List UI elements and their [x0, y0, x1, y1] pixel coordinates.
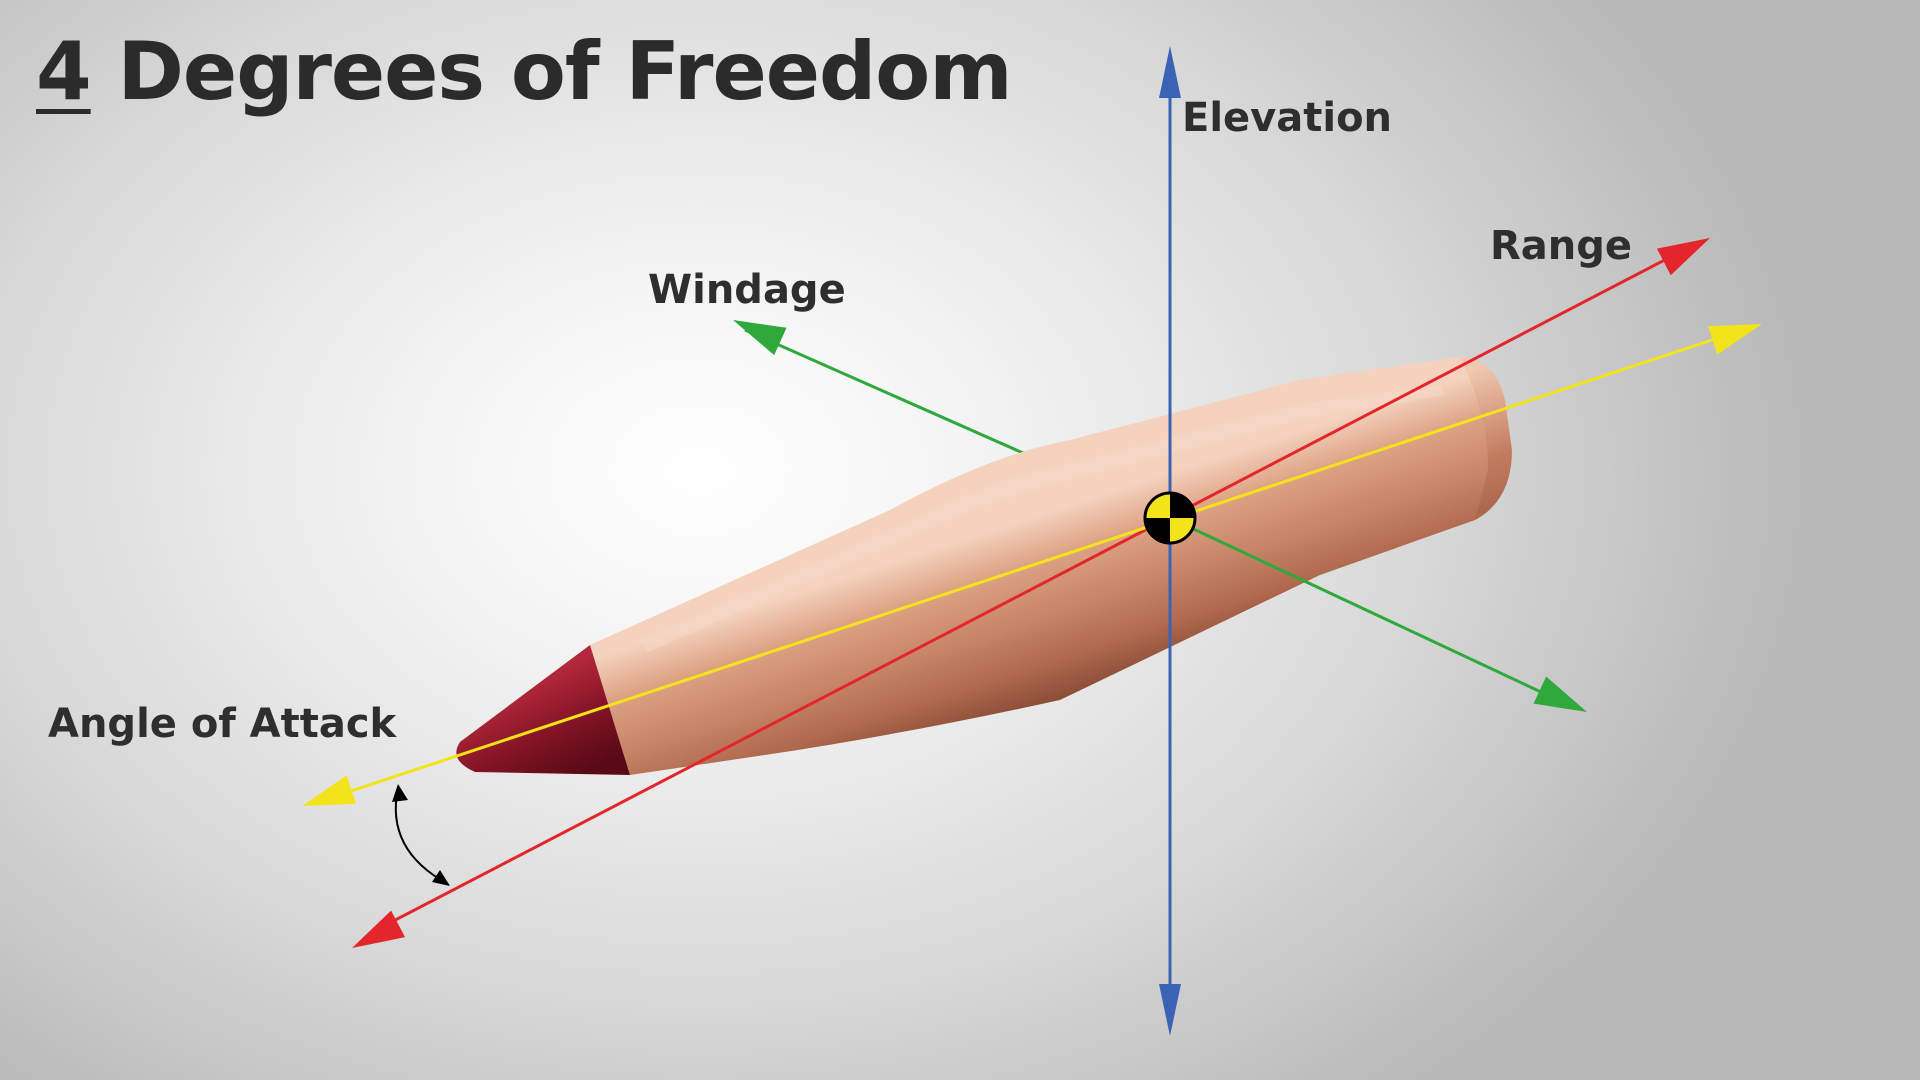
angle-of-attack-axis	[329, 332, 1731, 800]
title-number: 4	[36, 25, 92, 118]
elevation-label: Elevation	[1182, 95, 1393, 141]
windage-label: Windage	[648, 267, 846, 313]
bullet-base	[1460, 357, 1512, 520]
angle-of-attack-arrowhead-back	[302, 775, 357, 806]
angle-of-attack-arrowhead-front	[1707, 324, 1762, 355]
page-title: 4 Degrees of Freedom	[36, 22, 1013, 122]
windage-axis	[1169, 516, 1559, 702]
bullet-body	[590, 357, 1511, 775]
range-arrowhead-front	[1656, 238, 1710, 276]
elevation-arrowhead-bottom	[1159, 984, 1181, 1036]
range-label: Range	[1490, 223, 1633, 269]
angle-of-attack-label: Angle of Attack	[48, 701, 397, 747]
windage-arrowhead-front	[1533, 676, 1587, 712]
range-arrowhead-back	[352, 910, 406, 948]
range-axis	[379, 250, 1681, 930]
elevation-arrowhead-top	[1159, 46, 1181, 98]
bullet	[456, 357, 1512, 775]
windage-arrowhead-back	[733, 320, 787, 356]
title-text: Degrees of Freedom	[90, 25, 1013, 118]
curved-double-arrow-icon	[392, 784, 450, 886]
cg-marker-icon	[1143, 491, 1197, 545]
